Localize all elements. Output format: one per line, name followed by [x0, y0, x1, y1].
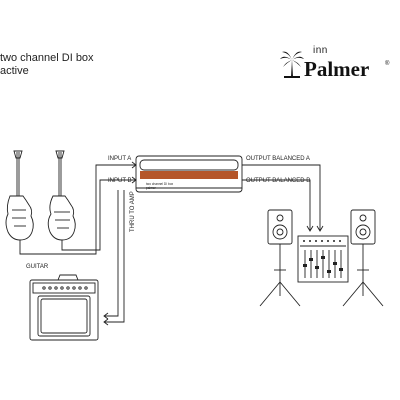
- palm-tree-icon: [280, 51, 304, 78]
- thru-to-amp-label: THRU TO AMP: [130, 191, 136, 232]
- device-face-brand: palmer: [146, 186, 157, 190]
- thru-cable-2: [104, 190, 119, 317]
- guitar-1-cable: [19, 164, 136, 255]
- logo-small-text: inn: [313, 45, 328, 56]
- guitar-2-cable: [61, 179, 136, 251]
- input-a-label: INPUT A: [108, 156, 131, 162]
- title-line-2: active: [0, 65, 29, 77]
- electric-guitar-1-icon: [5, 150, 34, 241]
- device-face-text: two channel DI box: [146, 182, 174, 186]
- thru-cable-1: [104, 190, 125, 323]
- electric-guitar-2-icon: [47, 150, 76, 241]
- pa-speaker-left-icon: [259, 209, 301, 307]
- page-title: two channel DI box active: [0, 52, 94, 78]
- output-a-label: OUTPUT BALANCED A: [246, 156, 310, 162]
- logo-brand-text: Palmer: [304, 57, 370, 81]
- guitar-amplifier-icon: [29, 274, 99, 341]
- pa-speaker-right-icon: [342, 209, 384, 307]
- output-b-cable: [242, 179, 311, 230]
- input-b-label: INPUT B: [108, 178, 132, 184]
- output-a-cable: [242, 164, 321, 230]
- logo-registered-mark: ®: [385, 61, 390, 67]
- di-box-device: [135, 155, 243, 193]
- guitar-label: GUITAR: [26, 264, 49, 270]
- title-line-1: two channel DI box: [0, 52, 94, 64]
- output-b-label: OUTPUT BALANCED B: [246, 178, 310, 184]
